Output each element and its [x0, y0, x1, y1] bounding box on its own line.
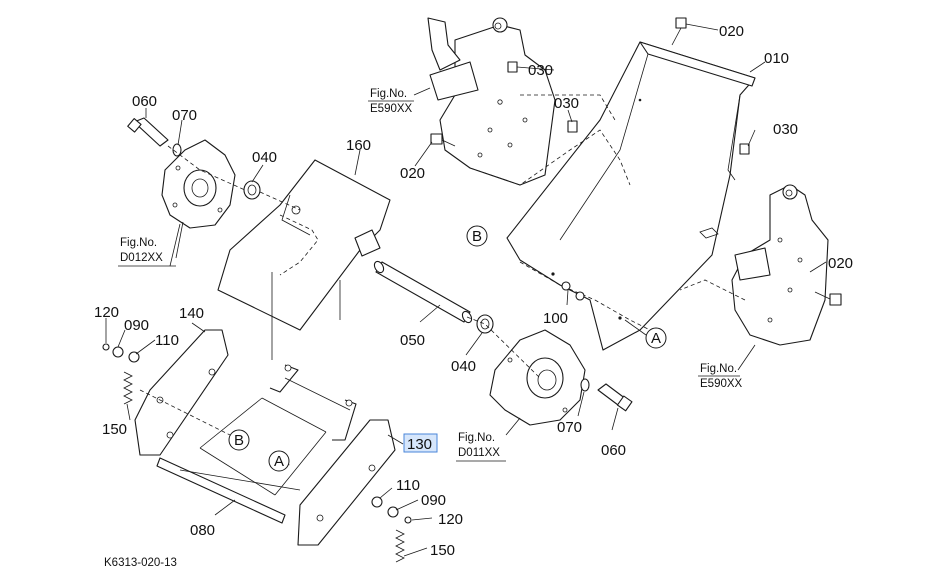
part-hardware-right[interactable] [371, 496, 412, 524]
part-060-bolt-left[interactable] [127, 117, 169, 147]
part-160-deflector-plate[interactable] [217, 159, 391, 360]
label-090-right: 090 [421, 492, 446, 509]
callout-b-lower: B [228, 429, 250, 451]
part-030-clip-c[interactable] [739, 143, 750, 155]
part-150-spring-right[interactable] [395, 529, 405, 563]
svg-text:B: B [472, 228, 482, 245]
callout-a-upper: A [624, 319, 667, 349]
svg-text:Fig.No.: Fig.No. [458, 432, 495, 444]
part-020-bolt-top[interactable] [671, 17, 687, 46]
svg-text:E590XX: E590XX [370, 103, 413, 115]
label-120-left: 120 [94, 304, 119, 321]
part-070-washer-right[interactable] [580, 378, 590, 392]
label-060-right: 060 [601, 442, 626, 459]
part-060-bolt-right[interactable] [597, 383, 633, 412]
callout-a-lower: A [268, 450, 290, 472]
svg-text:Fig.No.: Fig.No. [120, 237, 157, 249]
label-150-right: 150 [430, 542, 455, 559]
label-110-left: 110 [155, 332, 179, 349]
svg-text:D011XX: D011XX [458, 447, 500, 459]
part-side-plate-right[interactable] [297, 419, 396, 546]
label-020-mid: 020 [400, 165, 425, 182]
svg-text:D012XX: D012XX [120, 252, 163, 264]
part-040-bushing-right[interactable] [476, 314, 494, 334]
svg-text:E590XX: E590XX [700, 378, 743, 390]
label-160: 160 [346, 137, 371, 154]
part-030-clip-b[interactable] [567, 120, 578, 133]
fig-ref-e590-top[interactable]: Fig.No. E590XX [368, 88, 414, 115]
label-030-a: 030 [528, 62, 553, 79]
label-140: 140 [179, 305, 204, 322]
label-060-left: 060 [132, 93, 157, 110]
part-010-chute[interactable] [506, 41, 756, 351]
part-labels: 020 010 030 030 030 020 020 060 070 040 … [94, 23, 853, 559]
label-040-left: 040 [252, 149, 277, 166]
part-bearing-housing-left[interactable] [161, 139, 236, 229]
part-bearing-housing-right[interactable] [489, 329, 586, 426]
label-010: 010 [764, 50, 789, 67]
label-130: 130 [407, 436, 432, 453]
fig-ref-d012[interactable]: Fig.No. D012XX [118, 223, 181, 267]
part-150-spring-left[interactable] [123, 371, 133, 405]
svg-text:Fig.No.: Fig.No. [370, 88, 407, 100]
label-150-left: 150 [102, 421, 127, 438]
part-frame-bracket-right[interactable] [679, 184, 829, 346]
label-080: 080 [190, 522, 215, 539]
part-050-shaft[interactable] [373, 260, 474, 324]
part-040-bushing-left[interactable] [243, 180, 261, 200]
part-hardware-left[interactable] [102, 343, 140, 363]
part-020-bolt-mid[interactable] [430, 133, 456, 147]
part-030-clip-a[interactable] [507, 61, 518, 73]
label-040-right: 040 [451, 358, 476, 375]
label-120-right: 120 [438, 511, 463, 528]
label-030-c: 030 [773, 121, 798, 138]
drawing-code: K6313-020-13 [104, 557, 177, 569]
part-070-washer-left[interactable] [172, 143, 182, 157]
part-100-pins[interactable] [561, 281, 585, 301]
label-070-right: 070 [557, 419, 582, 436]
part-080-rod[interactable] [156, 457, 301, 524]
label-090-left: 090 [124, 317, 149, 334]
label-020-right: 020 [828, 255, 853, 272]
svg-text:A: A [651, 330, 661, 347]
fig-ref-d011[interactable]: Fig.No. D011XX [456, 432, 506, 462]
label-020-top: 020 [719, 23, 744, 40]
svg-text:Fig.No.: Fig.No. [700, 363, 737, 375]
callout-b-upper: B [466, 225, 488, 247]
part-130-link-assembly[interactable] [199, 364, 357, 496]
part-frame-bracket-top[interactable] [427, 17, 631, 186]
label-130-selected[interactable]: 130 [403, 433, 438, 453]
label-100: 100 [543, 310, 568, 327]
fig-ref-e590-right[interactable]: Fig.No. E590XX [698, 363, 743, 390]
part-020-bolt-right[interactable] [814, 291, 842, 306]
svg-text:B: B [234, 432, 244, 449]
leader-lines [105, 23, 827, 557]
label-030-b: 030 [554, 95, 579, 112]
label-070-left: 070 [172, 107, 197, 124]
label-050: 050 [400, 332, 425, 349]
svg-text:A: A [274, 453, 284, 470]
label-110-right: 110 [396, 477, 420, 494]
